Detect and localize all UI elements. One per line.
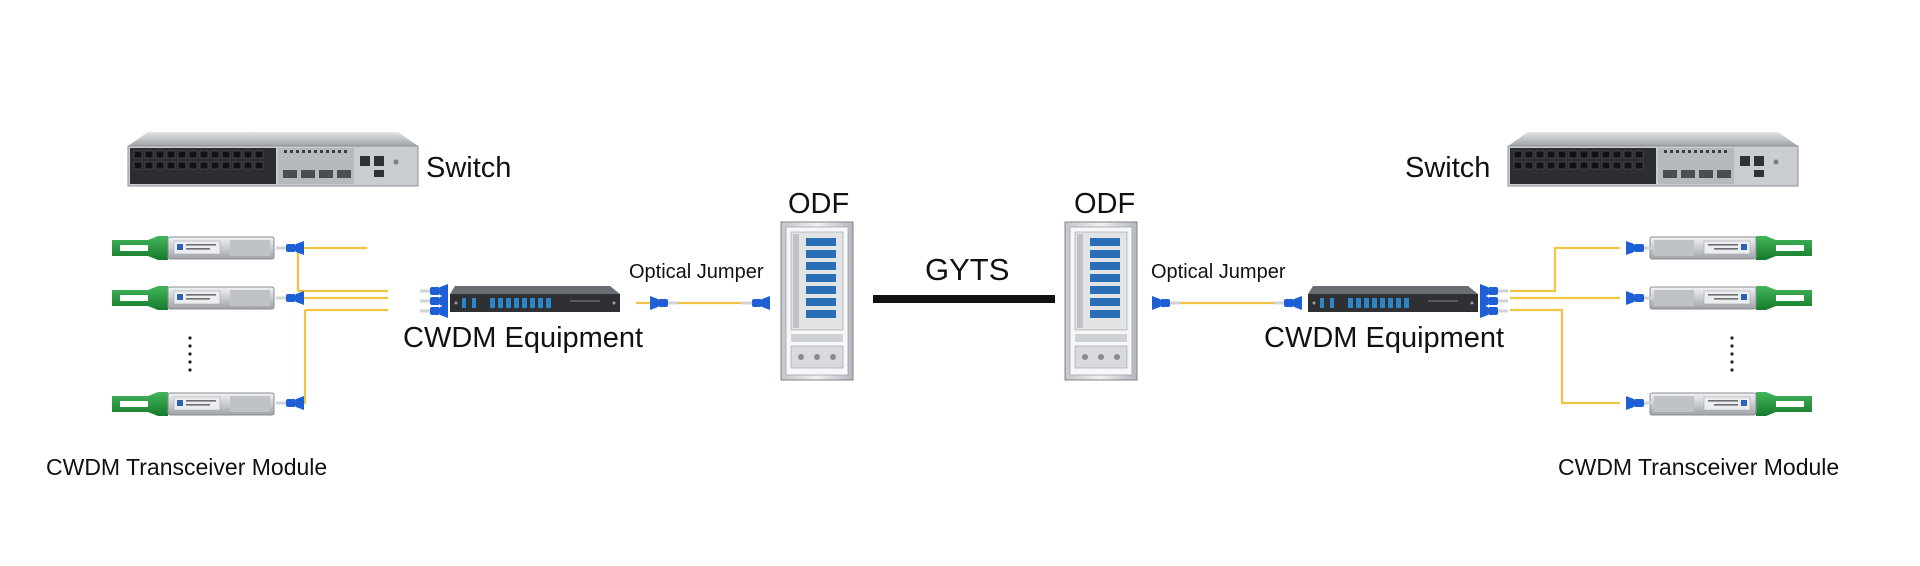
sfp-transceiver-icon-right-3	[1649, 391, 1813, 417]
cwdm-mux-icon-right	[1308, 286, 1478, 312]
optical-jumper-label-right: Optical Jumper	[1151, 261, 1286, 283]
transceiver-module-label-left: CWDM Transceiver Module	[46, 454, 328, 480]
lc-connector-icon-group-cwdm-left	[420, 284, 448, 318]
odf-label-right: ODF	[1074, 188, 1136, 220]
trunk-cable-gyts	[873, 295, 1055, 303]
switch-label-left: Switch	[426, 152, 512, 184]
odf-label-left: ODF	[788, 188, 850, 220]
fiber-bundle-right	[1180, 246, 1620, 405]
sfp-transceiver-icon-left-1	[111, 235, 275, 261]
vertical-ellipsis-icon-right	[1730, 336, 1734, 372]
lc-connector-icon-group-module-left	[276, 241, 304, 410]
network-switch-icon-right	[1507, 131, 1799, 187]
trunk-cable-label: GYTS	[925, 252, 1010, 287]
vertical-ellipsis-icon-left	[188, 336, 192, 372]
lc-connector-icon-group-cwdm-right	[1480, 284, 1508, 318]
cwdm-mux-icon-left	[450, 286, 620, 312]
cwdm-equipment-label-left: CWDM Equipment	[403, 322, 644, 354]
lc-connector-icon-group-module-right	[1626, 241, 1654, 410]
sfp-transceiver-icon-right-1	[1649, 235, 1813, 261]
sfp-transceiver-icon-right-2	[1649, 285, 1813, 311]
switch-label-right: Switch	[1405, 152, 1491, 184]
sfp-transceiver-icon-left-2	[111, 285, 275, 311]
cwdm-equipment-label-right: CWDM Equipment	[1264, 322, 1505, 354]
network-switch-icon-left	[127, 131, 419, 187]
optical-jumper-label-left: Optical Jumper	[629, 261, 764, 283]
optical-distribution-frame-icon-right	[1064, 221, 1138, 381]
transceiver-module-label-right: CWDM Transceiver Module	[1558, 454, 1840, 480]
optical-distribution-frame-icon-left	[780, 221, 854, 381]
sfp-transceiver-icon-left-3	[111, 391, 275, 417]
